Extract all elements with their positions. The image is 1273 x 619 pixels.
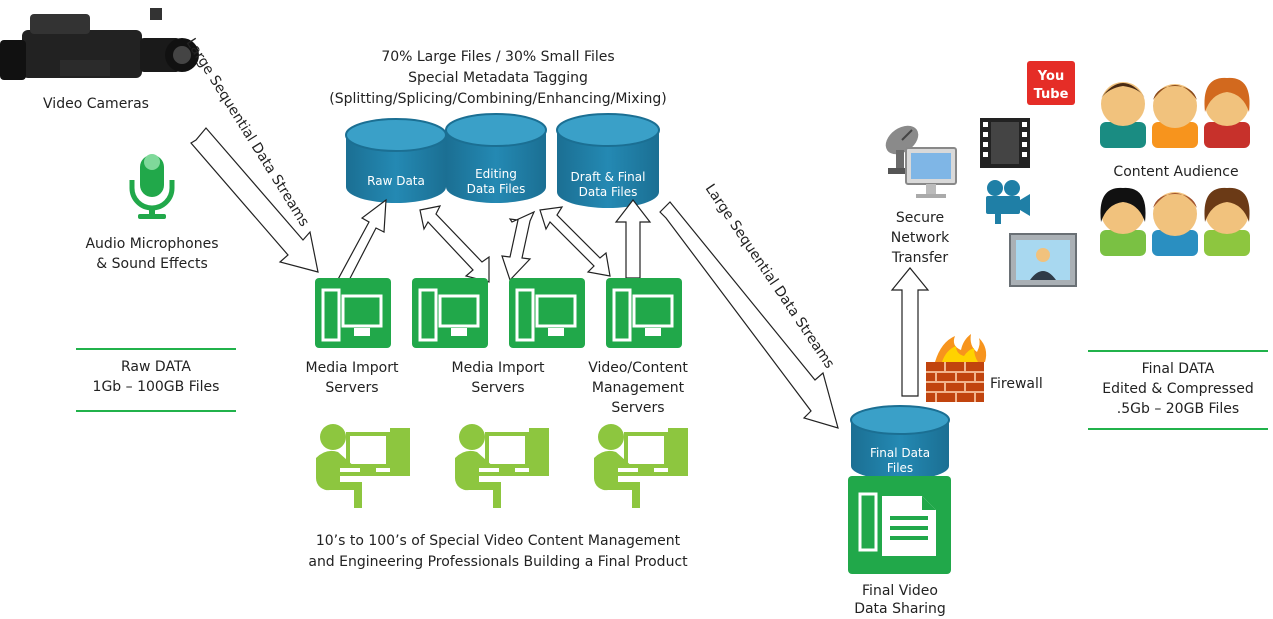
svg-text:You: You (1037, 69, 1064, 84)
secure-transfer-line2: Network (891, 230, 950, 246)
server-1-label-line1: Media Import (306, 360, 399, 376)
server-1-label-line2: Servers (325, 380, 378, 396)
final-data-storage-icon (850, 405, 950, 480)
raw-data-title: Raw DATA (121, 359, 191, 375)
server-3-label-line1: Video/Content (588, 360, 688, 376)
draft-final-storage-icon (556, 113, 660, 208)
microphones-label-line2: & Sound Effects (96, 256, 208, 272)
draft-final-storage-label-line2: Data Files (579, 185, 638, 199)
editing-storage-label-line1: Editing (475, 167, 517, 181)
svg-text:Tube: Tube (1034, 87, 1069, 102)
video-camera-icon (0, 8, 199, 80)
firewall-label: Firewall (990, 376, 1043, 392)
editing-storage-label-line2: Data Files (467, 182, 526, 196)
sharing-label-line2: Data Sharing (854, 601, 946, 617)
content-audience-top-icon (1100, 77, 1250, 148)
secure-transfer-line1: Secure (896, 210, 944, 226)
professional-icon-1 (315, 424, 410, 508)
final-data-title: Final DATA (1142, 361, 1215, 377)
header-note-line1: 70% Large Files / 30% Small Files (381, 49, 614, 65)
microphone-icon (129, 154, 175, 219)
professionals-label-line2: and Engineering Professionals Building a… (308, 554, 688, 570)
header-note-line3: (Splitting/Splicing/Combining/Enhancing/… (329, 91, 666, 107)
professional-icon-2 (454, 424, 549, 508)
server-icon-4 (606, 278, 682, 348)
monitor-icon (905, 147, 957, 198)
storage-server-arrows (330, 198, 652, 291)
youtube-icon: You Tube (1027, 61, 1075, 105)
final-data-size: .5Gb – 20GB Files (1117, 401, 1239, 417)
left-stream-arrow (190, 127, 319, 273)
editing-storage-icon (445, 113, 547, 203)
sharing-label-line1: Final Video (862, 583, 938, 599)
server-icon-1 (315, 278, 391, 348)
server-3-label-line2: Management (592, 380, 685, 396)
secure-transfer-up-arrow (890, 267, 930, 397)
draft-final-storage-label-line1: Draft & Final (571, 170, 646, 184)
microphones-label-line1: Audio Microphones (85, 236, 218, 252)
header-note-line2: Special Metadata Tagging (408, 70, 588, 86)
raw-data-size: 1Gb – 100GB Files (93, 379, 220, 395)
film-strip-icon (980, 118, 1030, 168)
video-cameras-label: Video Cameras (43, 96, 149, 112)
right-stream-arrow (659, 201, 839, 429)
content-audience-bottom-icon (1100, 187, 1250, 256)
raw-data-storage-icon (345, 118, 447, 203)
raw-data-storage-label: Raw Data (367, 174, 425, 188)
server-icon-2 (412, 278, 488, 348)
data-sharing-icon (848, 476, 951, 574)
server-2-label-line1: Media Import (452, 360, 545, 376)
content-audience-label: Content Audience (1113, 164, 1238, 180)
professionals-label-line1: 10’s to 100’s of Special Video Content M… (316, 533, 681, 549)
secure-transfer-line3: Transfer (891, 250, 949, 266)
professional-icon-3 (593, 424, 688, 508)
final-data-storage-label-line1: Final Data (870, 446, 930, 460)
final-data-subtitle: Edited & Compressed (1102, 381, 1253, 397)
server-3-label-line3: Servers (611, 400, 664, 416)
final-data-storage-label-line2: Files (887, 461, 913, 475)
movie-camera-icon (986, 180, 1030, 224)
server-icon-3 (509, 278, 585, 348)
firewall-icon (926, 334, 987, 402)
server-2-label-line2: Servers (471, 380, 524, 396)
tv-presenter-icon (1009, 233, 1077, 287)
